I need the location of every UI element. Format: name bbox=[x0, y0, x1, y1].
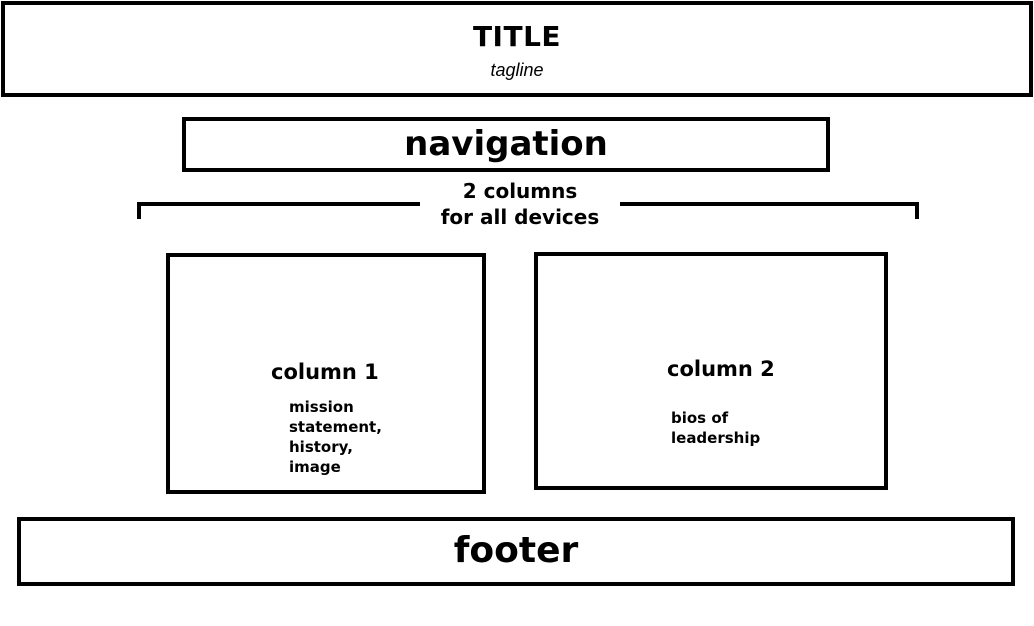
columns-note: 2 columns for all devices bbox=[420, 178, 620, 230]
column-2-title: column 2 bbox=[667, 357, 775, 381]
navigation-box: navigation bbox=[182, 117, 830, 172]
column-1-box: column 1 mission statement, history, ima… bbox=[166, 253, 486, 494]
column-1-description-line: image bbox=[289, 458, 341, 476]
column-2-box: column 2 bios of leadership bbox=[534, 252, 888, 490]
column-1-description-line: mission bbox=[289, 398, 354, 416]
header-box: TITLE tagline bbox=[1, 1, 1033, 97]
columns-note-line-1: 2 columns bbox=[462, 179, 578, 203]
page-title: TITLE bbox=[472, 20, 562, 53]
column-1-title: column 1 bbox=[271, 360, 379, 384]
column-1-description: mission statement, history, image bbox=[289, 397, 409, 477]
column-1-description-line: history, bbox=[289, 438, 353, 456]
footer-box: footer bbox=[17, 517, 1015, 586]
columns-note-line-2: for all devices bbox=[440, 205, 600, 229]
footer-label: footer bbox=[453, 530, 579, 571]
tagline: tagline bbox=[490, 60, 544, 80]
column-1-description-line: statement, bbox=[289, 418, 382, 436]
column-2-description-line: leadership bbox=[671, 429, 761, 447]
navigation-label: navigation bbox=[404, 124, 608, 164]
column-2-description: bios of leadership bbox=[671, 408, 791, 448]
column-2-description-line: bios of bbox=[671, 409, 729, 427]
